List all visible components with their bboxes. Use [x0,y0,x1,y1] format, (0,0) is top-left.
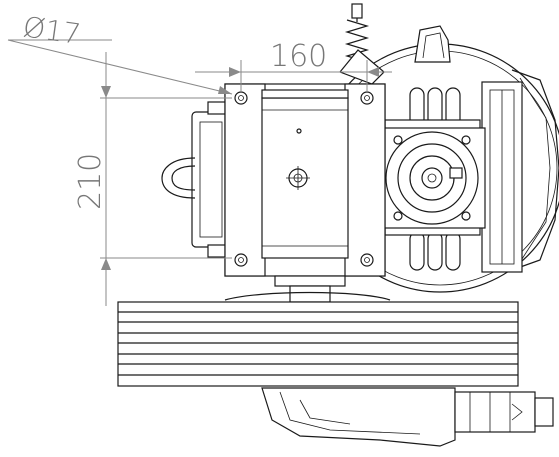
motor-body [161,101,233,258]
pulley-hub [224,275,391,303]
hub-plate [374,119,486,236]
diameter-label: Ø17 [21,10,83,51]
height-dimension: 210 [73,52,232,306]
diameter-leader: Ø17 [7,10,233,95]
bottom-base [261,387,554,447]
top-clamp [414,25,451,63]
width-dimension: 160 [195,39,392,92]
cooling-fins [409,87,461,271]
right-frame-block [481,81,523,273]
belt-pulley [117,301,519,387]
mounting-bracket [224,83,386,277]
dimensions: Ø17 160 210 [7,10,392,306]
height-label: 210 [73,153,108,210]
width-label: 160 [270,39,327,74]
